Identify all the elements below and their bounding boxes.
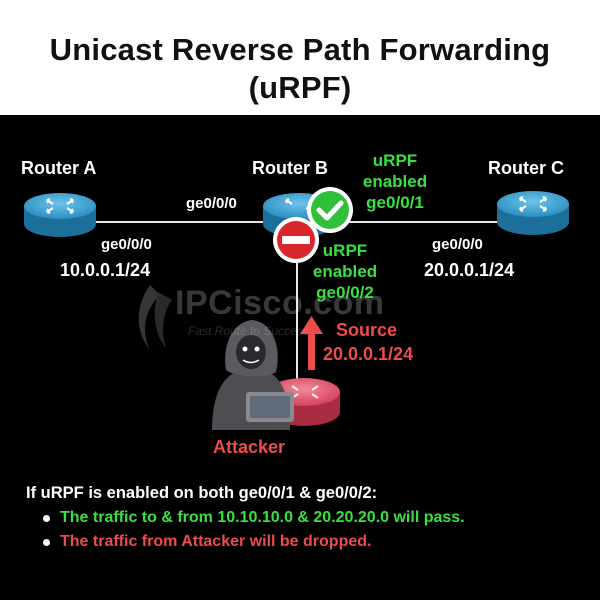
urpf-ge001-label: uRPF enabled ge0/0/1	[350, 150, 440, 213]
urpf-ge002-label: uRPF enabled ge0/0/2	[300, 240, 390, 303]
router-c-ip: 20.0.0.1/24	[424, 260, 515, 280]
urpf-ge002-line3: ge0/0/2	[316, 283, 374, 302]
summary-section: If uRPF is enabled on both ge0/0/1 & ge0…	[26, 484, 465, 551]
router-c-label: Router C	[488, 158, 564, 178]
summary-bullet-pass: The traffic to & from 10.10.10.0 & 20.20…	[26, 509, 465, 527]
arrow-up-icon	[300, 316, 323, 370]
attacker-label: Attacker	[213, 437, 286, 457]
router-b-label: Router B	[252, 158, 328, 178]
page-subtitle: (uRPF)	[248, 70, 352, 105]
urpf-ge001-line1: uRPF	[372, 151, 418, 170]
router-c-interface: ge0/0/0	[432, 236, 483, 253]
bullet-dot-icon	[43, 539, 50, 546]
urpf-ge001-line3: ge0/0/1	[366, 193, 424, 212]
source-ip: 20.0.0.1/24	[323, 344, 414, 364]
watermark-brand: IPCisco.com	[175, 284, 385, 322]
hacker-icon	[212, 320, 294, 430]
summary-bullet-drop-text: The traffic from Attacker will be droppe…	[60, 533, 372, 550]
router-a-interface: ge0/0/0	[101, 236, 152, 253]
summary-bullet-drop: The traffic from Attacker will be droppe…	[26, 533, 465, 551]
summary-bullet-pass-text: The traffic to & from 10.10.10.0 & 20.20…	[60, 509, 465, 526]
router-a-icon	[24, 193, 96, 237]
check-icon	[307, 187, 353, 233]
summary-heading: If uRPF is enabled on both ge0/0/1 & ge0…	[26, 484, 378, 502]
urpf-ge002-line1: uRPF	[322, 241, 368, 260]
urpf-ge001-line2: enabled	[362, 172, 428, 191]
no-entry-icon	[273, 217, 319, 263]
title-banner: Unicast Reverse Path Forwarding (uRPF)	[0, 0, 600, 115]
router-b-interface-ge000: ge0/0/0	[186, 195, 237, 212]
watermark-tagline: Fast Route to Success	[188, 324, 309, 338]
watermark-logo	[138, 285, 172, 350]
page-title: Unicast Reverse Path Forwarding	[49, 32, 551, 67]
router-c-icon	[497, 191, 569, 235]
router-a-ip: 10.0.0.1/24	[60, 260, 151, 280]
urpf-ge002-line2: enabled	[312, 262, 378, 281]
bullet-dot-icon	[43, 515, 50, 522]
router-a-label: Router A	[21, 158, 97, 178]
source-label: Source	[336, 320, 398, 340]
